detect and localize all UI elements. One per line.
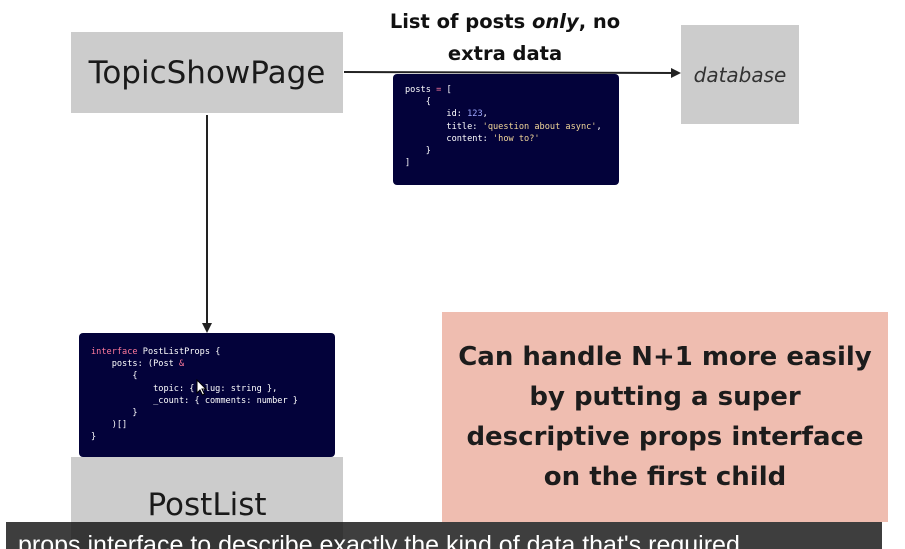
caption-text: props interface to describe exactly the … xyxy=(18,531,740,549)
arrow-label: List of posts only, no extra data xyxy=(378,6,632,70)
note-callout: Can handle N+1 more easily by putting a … xyxy=(442,312,888,522)
note-text: Can handle N+1 more easily by putting a … xyxy=(458,342,872,492)
posts-code-snippet: posts = [ { id: 123, title: 'question ab… xyxy=(393,74,619,185)
topic-show-page-label: TopicShowPage xyxy=(88,54,326,91)
interface-code-snippet: interface PostListProps { posts: (Post &… xyxy=(79,333,335,457)
database-node: database xyxy=(681,25,799,124)
arrow-label-emphasis: only xyxy=(532,10,579,33)
database-label: database xyxy=(693,62,787,87)
arrow-label-after: , no extra data xyxy=(447,10,621,65)
post-list-label: PostList xyxy=(147,487,267,523)
arrow-to-database xyxy=(343,67,681,78)
mouse-cursor-icon xyxy=(196,379,208,396)
topic-show-page-node: TopicShowPage xyxy=(71,32,343,113)
arrow-label-before: List of posts xyxy=(389,10,532,33)
caption-bar: props interface to describe exactly the … xyxy=(6,522,882,549)
